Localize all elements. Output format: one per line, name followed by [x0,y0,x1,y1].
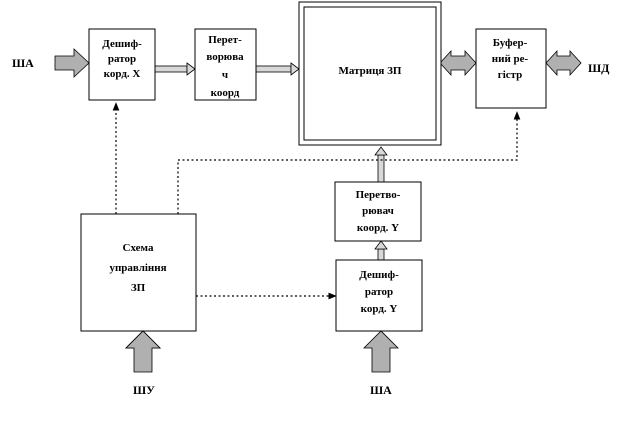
address-bus-bottom-label: ША [370,383,392,397]
control-scheme-label-line: управління [109,262,166,274]
matrix-buffer-bidirectional-arrow [439,49,477,77]
converter-x-label-line: ворюва [206,51,244,63]
data-bus-right-arrow [545,49,582,77]
decoder-y-block [335,259,423,332]
memory-matrix-block [298,1,442,146]
decoder-y-label-line: Дешиф- [359,269,399,281]
converter-y-label: Перетво- рювач коорд. Y [356,189,401,234]
control-scheme-block [80,213,197,332]
buffer-register-label: Буфер- ний ре- гістр [492,37,529,81]
address-bus-left-arrow [54,48,90,78]
buffer-register-label-line: гістр [498,69,523,81]
converter-x-label-line: коорд [211,87,240,99]
decoder-x-label-line: Дешиф- [102,38,142,50]
decoder-x-label-line: корд. X [104,68,141,80]
decoder-x-label: Дешиф- ратор корд. X [102,38,142,80]
converter-y-block [334,181,422,242]
converter-x-label: Перет- ворюва ч коорд [206,34,244,99]
address-bus-bottom-arrow [363,330,399,373]
decoder-y-to-converter-y-arrow [374,240,388,261]
memory-matrix-label: Матриця ЗП [339,65,402,77]
buffer-register-label-line: Буфер- [493,37,528,49]
control-scheme-label: Схема управління ЗП [109,242,166,294]
decoder-y-label-line: ратор [365,286,393,298]
converter-x-label-line: Перет- [208,34,242,46]
converter-x-to-matrix-arrow [255,62,300,76]
converter-y-to-matrix-arrow [374,146,388,183]
control-bus-label: ШУ [133,383,155,397]
buffer-register-label-line: ний ре- [492,53,529,65]
control-scheme-label-line: Схема [123,242,154,254]
control-scheme-label-line: ЗП [131,282,146,294]
data-bus-right-label: ШД [588,61,610,75]
control-bus-bottom-arrow-body [125,330,161,373]
decoder-y-label: Дешиф- ратор корд. Y [359,269,399,315]
converter-x-block [194,28,257,101]
converter-y-label-line: рювач [362,205,394,217]
converter-y-label-line: Перетво- [356,189,401,201]
decoder-y-label-line: корд. Y [361,303,398,315]
decoder-x-block [88,28,156,101]
converter-y-label-line: коорд. Y [357,222,399,234]
converter-x-label-line: ч [222,69,228,81]
decoder-x-label-line: ратор [108,53,136,65]
control-to-buffer-dotted-line [177,111,521,214]
buffer-register-block [475,28,547,109]
decoder-x-to-converter-x-arrow [154,62,196,76]
address-bus-left-label: ША [12,56,34,70]
